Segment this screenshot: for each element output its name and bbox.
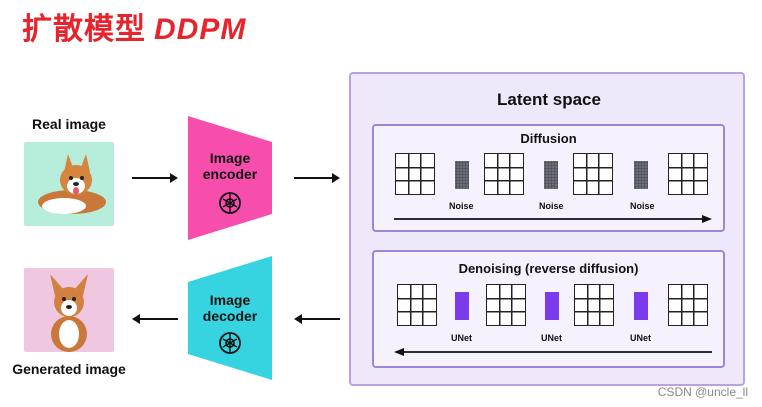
decoder-line2: decoder xyxy=(202,308,258,324)
arrow-right-icon xyxy=(132,173,178,183)
noise-label: Noise xyxy=(630,201,655,211)
unet-block xyxy=(545,292,559,320)
unet-label: UNet xyxy=(630,333,652,343)
generated-image-label: Generated image xyxy=(12,361,126,377)
arrow-right-icon xyxy=(294,173,340,183)
noise-block xyxy=(634,161,648,189)
decoder-line1: Image xyxy=(209,292,251,308)
latent-grid xyxy=(573,153,613,195)
unet-block xyxy=(634,292,648,320)
noise-label: Noise xyxy=(539,201,564,211)
real-image-label: Real image xyxy=(32,116,106,132)
denoising-arrow-icon xyxy=(394,348,712,356)
generated-image xyxy=(24,268,114,352)
latent-space-title: Latent space xyxy=(497,90,601,109)
latent-grid xyxy=(668,153,708,195)
noise-block xyxy=(455,161,469,189)
noise-label: Noise xyxy=(449,201,474,211)
diffusion-title: Diffusion xyxy=(520,131,577,146)
latent-grid xyxy=(395,153,435,195)
latent-grid xyxy=(397,284,437,326)
encoder-line2: encoder xyxy=(202,166,258,182)
decoder-shape xyxy=(188,256,272,380)
latent-grid xyxy=(574,284,614,326)
real-image xyxy=(24,142,114,226)
encoder-line1: Image xyxy=(209,150,251,166)
denoising-title: Denoising (reverse diffusion) xyxy=(458,261,639,276)
noise-block xyxy=(544,161,558,189)
unet-label: UNet xyxy=(541,333,563,343)
openai-icon xyxy=(219,332,241,354)
latent-grid xyxy=(486,284,526,326)
image-decoder: Image decoder xyxy=(188,256,272,380)
arrow-left-icon xyxy=(132,314,178,324)
latent-grid xyxy=(668,284,708,326)
unet-label: UNet xyxy=(451,333,473,343)
encoder-shape xyxy=(188,116,272,240)
watermark: CSDN @uncle_ll xyxy=(657,385,748,399)
corgi-sitting-illustration xyxy=(50,274,88,352)
latent-grid xyxy=(484,153,524,195)
image-encoder: Image encoder xyxy=(188,116,272,240)
arrow-left-icon xyxy=(294,314,340,324)
diffusion-arrow-icon xyxy=(394,215,712,223)
unet-block xyxy=(455,292,469,320)
openai-icon xyxy=(219,192,241,214)
title-cn: 扩散模型 xyxy=(22,13,146,46)
title-latin: DDPM xyxy=(154,13,247,46)
corgi-lying-illustration xyxy=(38,154,106,214)
